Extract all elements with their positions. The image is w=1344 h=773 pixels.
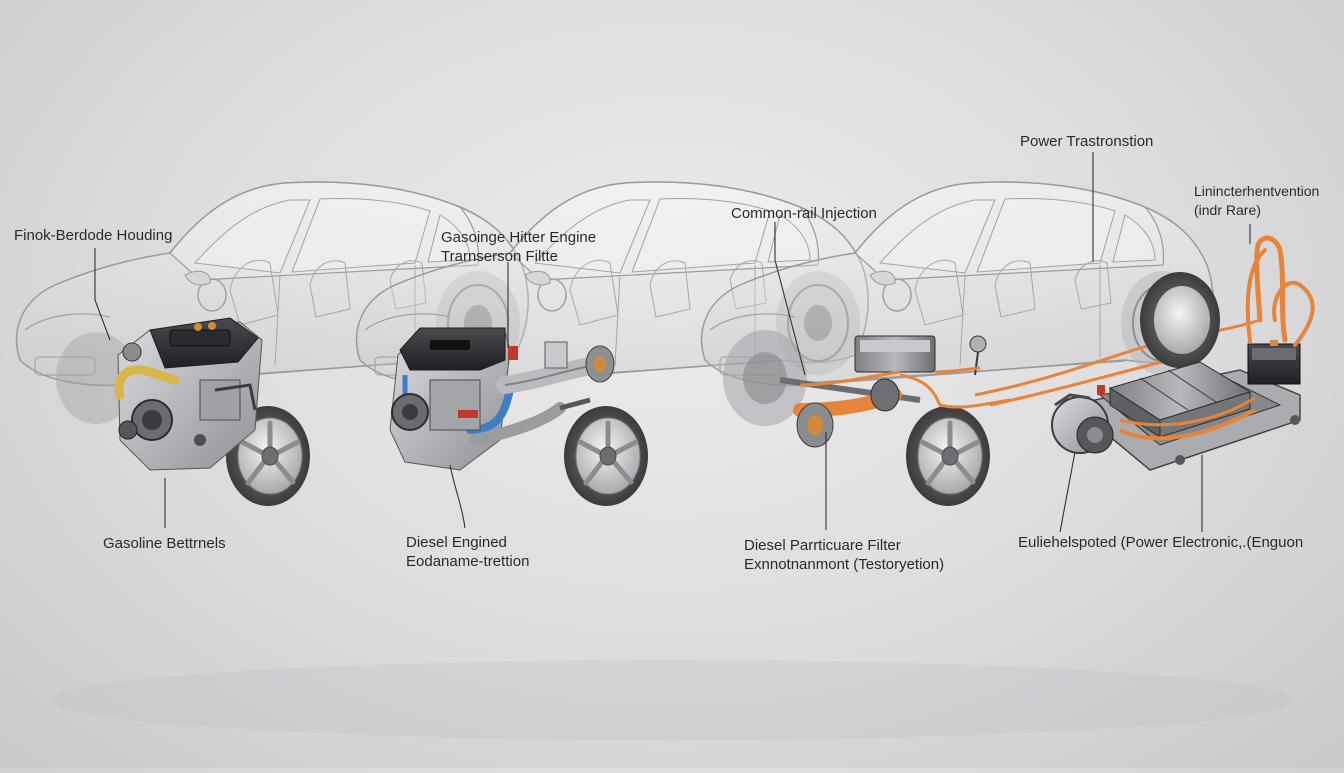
label-linincterhentvention-line2: (indr Rare) bbox=[1194, 202, 1261, 218]
label-gasoline-hitter-line2: Trarnserson Filtte bbox=[441, 248, 558, 265]
label-diesel-engined-line2: Eodaname-trettion bbox=[406, 553, 530, 570]
diesel-engine-illustration bbox=[389, 327, 615, 471]
battery-power-electronics-illustration bbox=[1051, 235, 1315, 471]
label-power-electronics: Euliehelspoted (Power Electronic,.(Enguo… bbox=[1018, 534, 1304, 551]
label-diesel-particulate-filter: Diesel Parrticuare Filter Exnnotnanmont … bbox=[744, 536, 944, 574]
label-gasoline-hitter-engine: Gasoinge Hitter Engine Trarnserson Filtt… bbox=[441, 228, 596, 266]
gasoline-engine-illustration bbox=[114, 317, 263, 471]
label-linincterhentvention-line1: Linincterhentvention bbox=[1194, 183, 1320, 199]
label-diesel-particulate-line2: Exnnotnanmont (Testoryetion) bbox=[744, 556, 945, 573]
label-gasoline-hitter-line1: Gasoinge Hitter Engine bbox=[441, 229, 597, 246]
label-gasoline-bettrnels: Gasoline Bettrnels bbox=[103, 535, 226, 552]
leader-lines bbox=[94, 152, 1251, 533]
label-finok-berdode-houding: Finok-Berdode Houding bbox=[14, 227, 173, 244]
label-diesel-engined-line1: Diesel Engined bbox=[406, 534, 507, 551]
label-linincterhentvention: Linincterhentvention (indr Rare) bbox=[1194, 182, 1319, 220]
label-common-rail-injection: Common-rail Injection bbox=[731, 205, 877, 222]
electric-drivetrain-illustration bbox=[779, 318, 1261, 448]
label-power-trastronstion: Power Trastronstion bbox=[1020, 133, 1154, 150]
label-diesel-particulate-line1: Diesel Parrticuare Filter bbox=[744, 537, 901, 554]
label-diesel-engined: Diesel Engined Eodaname-trettion bbox=[406, 533, 529, 571]
